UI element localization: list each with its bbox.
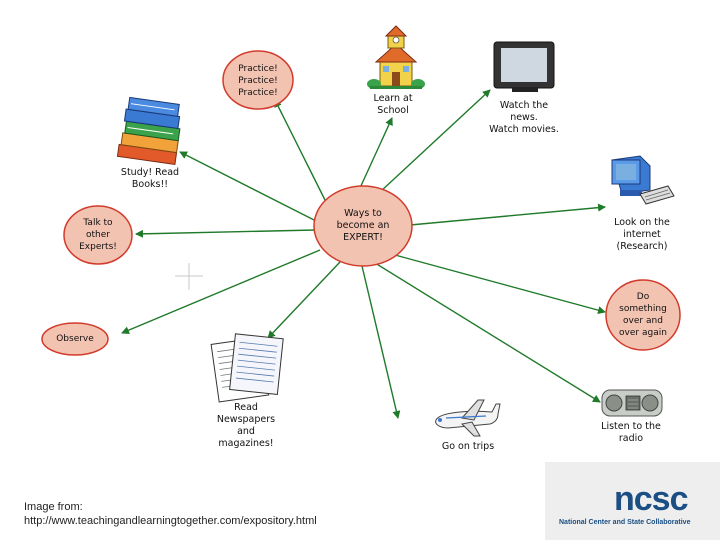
footer-band (545, 462, 720, 540)
plus-mark (175, 263, 203, 290)
connector-observe (121, 249, 321, 334)
books-icon (116, 96, 181, 165)
connector-study (179, 151, 319, 223)
connector-school (359, 117, 393, 189)
ovals (41, 50, 681, 356)
airplane-icon (435, 399, 501, 437)
connectors (121, 89, 606, 419)
trips-label: Go on trips (441, 441, 495, 452)
connector-newspapers (267, 261, 341, 339)
ncsc-logo-text: ncsc (614, 480, 688, 518)
observe-node-text: Observe (56, 334, 94, 344)
talk-oval (63, 205, 133, 265)
computer-icon (611, 155, 675, 205)
internet-label: Look on the internet (Research) (614, 217, 670, 252)
school-label: Learn at School (373, 93, 413, 116)
do-something-oval (605, 279, 681, 351)
newspapers-label: Read Newspapers and magazines! (216, 402, 276, 449)
observe-oval (41, 322, 109, 356)
news-label: Watch the news. Watch movies. (489, 100, 559, 135)
tv-icon (493, 41, 555, 92)
connector-trips (361, 265, 401, 419)
school-icon (367, 25, 425, 89)
center-oval (313, 185, 413, 267)
caption-line-1: Image from: (24, 501, 83, 513)
connector-talk (135, 229, 316, 238)
radio-icon (601, 389, 663, 417)
ncsc-tagline: National Center and State Collaborative (559, 519, 691, 526)
practice-node-text: Practice! Practice! Practice! (238, 64, 278, 98)
talk-node-text: Talk to other Experts! (79, 218, 117, 252)
study-label: Study! Read Books!! (120, 167, 180, 190)
practice-oval (222, 50, 294, 110)
connector-radio (374, 262, 601, 403)
radio-label: Listen to the radio (601, 421, 661, 444)
center-node-text: Ways to become an EXPERT! (336, 208, 390, 243)
connector-practice (274, 99, 326, 201)
connector-do-something (394, 254, 606, 315)
newspaper-icon (210, 333, 284, 403)
caption-line-2: http://www.teachingandlearningtogether.c… (24, 515, 317, 527)
connector-news (379, 89, 491, 193)
connector-internet (409, 203, 606, 226)
image-source-caption: Image from: http://www.teachingandlearni… (24, 500, 317, 528)
do-something-node-text: Do something over and over again (619, 292, 667, 338)
